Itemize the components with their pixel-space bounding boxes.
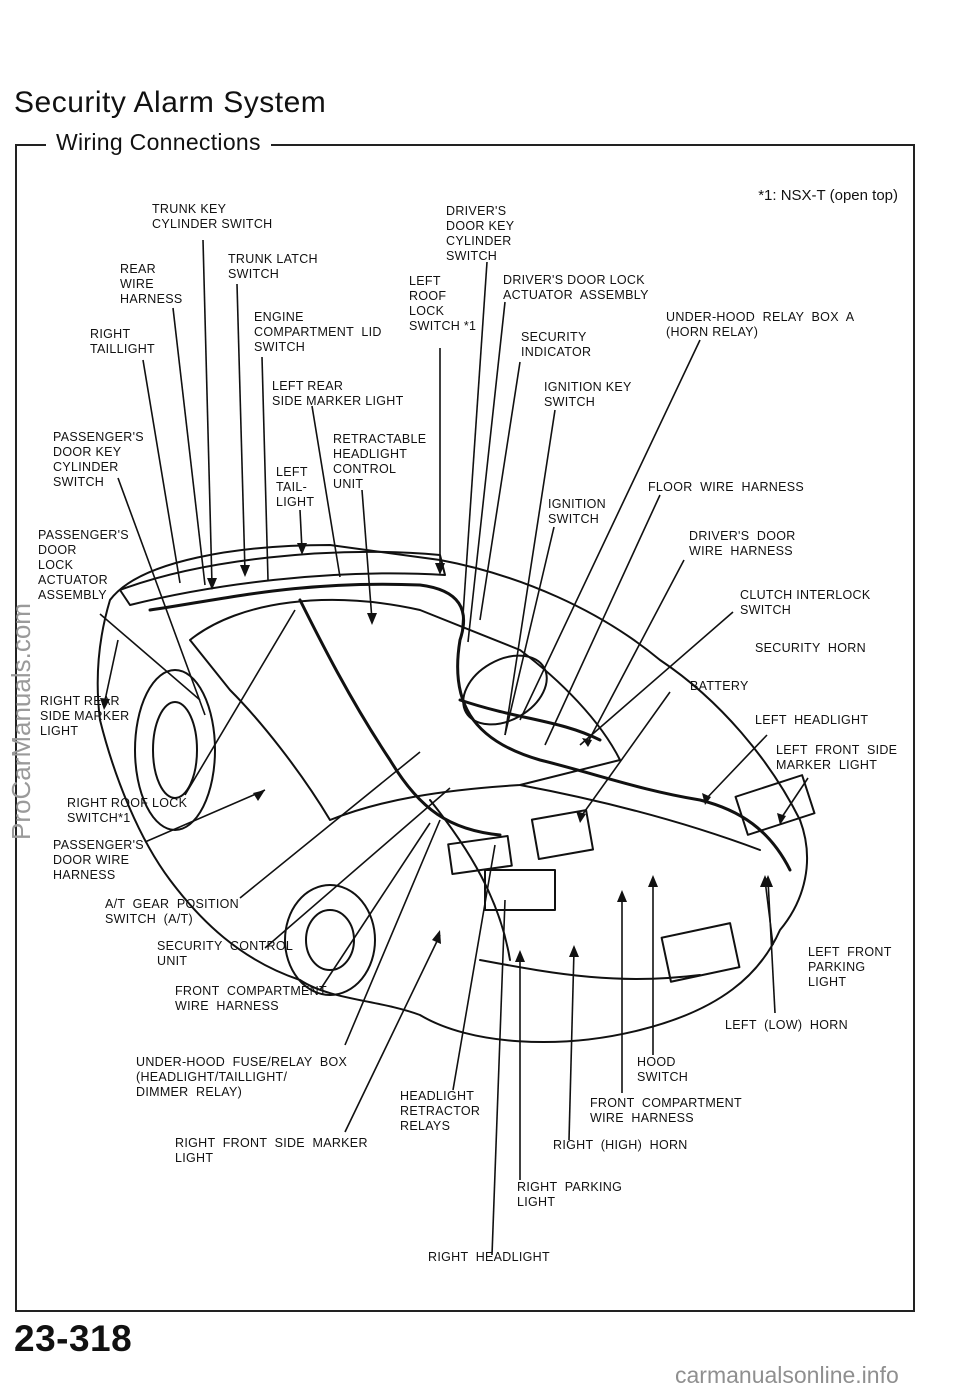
- label-right-roof-lock-switch: RIGHT ROOF LOCK SWITCH*1: [67, 796, 188, 825]
- watermark-side: ProCarManuals.com: [6, 603, 36, 840]
- label-drivers-door-wire-harness: DRIVER'S DOOR WIRE HARNESS: [689, 529, 796, 558]
- label-trunk-latch-switch: TRUNK LATCH SWITCH: [228, 252, 318, 281]
- label-right-parking-light: RIGHT PARKING LIGHT: [517, 1180, 623, 1209]
- cabin-outline: [189, 599, 621, 821]
- front-wheel: [284, 884, 376, 996]
- label-left-taillight: LEFT TAIL- LIGHT: [276, 465, 315, 509]
- label-left-rear-side-marker-light: LEFT REAR SIDE MARKER LIGHT: [272, 379, 404, 408]
- label-passengers-door-wire-harness: PASSENGER'S DOOR WIRE HARNESS: [53, 838, 144, 882]
- label-front-compartment-wire-harness-2: FRONT COMPARTMENT WIRE HARNESS: [590, 1096, 742, 1125]
- diagram-frame: [15, 144, 915, 1312]
- fuse-relay-box: [447, 834, 513, 876]
- label-right-front-side-marker-light: RIGHT FRONT SIDE MARKER LIGHT: [175, 1136, 368, 1165]
- label-front-compartment-wire-harness-1: FRONT COMPARTMENT WIRE HARNESS: [175, 984, 327, 1013]
- label-at-gear-position-switch: A/T GEAR POSITION SWITCH (A/T): [105, 897, 239, 926]
- label-trunk-key-cylinder-switch: TRUNK KEY CYLINDER SWITCH: [152, 202, 273, 231]
- label-under-hood-relay-box-a: UNDER-HOOD RELAY BOX A (HORN RELAY): [666, 310, 855, 339]
- footnote-note: *1: NSX-T (open top): [758, 187, 898, 204]
- label-battery: BATTERY: [690, 679, 749, 693]
- page-title: Security Alarm System: [14, 86, 327, 119]
- battery: [530, 809, 595, 861]
- right-headlight-pod: [484, 869, 556, 911]
- label-left-roof-lock-switch: LEFT ROOF LOCK SWITCH *1: [409, 274, 477, 333]
- section-title: Wiring Connections: [46, 129, 271, 156]
- label-clutch-interlock-switch: CLUTCH INTERLOCK SWITCH: [740, 588, 871, 617]
- label-passengers-door-key-cylinder-switch: PASSENGER'S DOOR KEY CYLINDER SWITCH: [53, 430, 144, 489]
- label-ignition-switch: IGNITION SWITCH: [548, 497, 606, 526]
- label-security-horn: SECURITY HORN: [755, 641, 866, 655]
- watermark-bottom: carmanualsonline.info: [675, 1362, 899, 1388]
- label-security-control-unit: SECURITY CONTROL UNIT: [157, 939, 294, 968]
- label-right-rear-side-marker-light: RIGHT REAR SIDE MARKER LIGHT: [40, 694, 130, 738]
- label-drivers-door-key-cylinder-switch: DRIVER'S DOOR KEY CYLINDER SWITCH: [446, 204, 515, 263]
- label-left-front-parking-light: LEFT FRONT PARKING LIGHT: [808, 945, 892, 989]
- label-right-headlight: RIGHT HEADLIGHT: [428, 1250, 550, 1264]
- label-retractable-headlight-control-unit: RETRACTABLE HEADLIGHT CONTROL UNIT: [333, 432, 427, 491]
- label-right-taillight: RIGHT TAILLIGHT: [90, 327, 155, 356]
- steering-wheel: [462, 654, 548, 726]
- rear-spoiler: [119, 550, 446, 606]
- license-plate: [660, 922, 741, 983]
- label-ignition-key-switch: IGNITION KEY SWITCH: [544, 380, 632, 409]
- label-left-headlight: LEFT HEADLIGHT: [755, 713, 869, 727]
- wire-harness: [148, 582, 792, 872]
- label-right-high-horn: RIGHT (HIGH) HORN: [553, 1138, 688, 1152]
- label-floor-wire-harness: FLOOR WIRE HARNESS: [648, 480, 805, 494]
- label-headlight-retractor-relays: HEADLIGHT RETRACTOR RELAYS: [400, 1089, 481, 1133]
- label-under-hood-fuse-relay-box: UNDER-HOOD FUSE/RELAY BOX (HEADLIGHT/TAI…: [136, 1055, 348, 1099]
- label-drivers-door-lock-actuator: DRIVER'S DOOR LOCK ACTUATOR ASSEMBLY: [503, 273, 649, 302]
- label-security-indicator: SECURITY INDICATOR: [521, 330, 592, 359]
- label-left-low-horn: LEFT (LOW) HORN: [725, 1018, 848, 1032]
- label-hood-switch: HOOD SWITCH: [637, 1055, 689, 1084]
- label-left-front-side-marker-light: LEFT FRONT SIDE MARKER LIGHT: [776, 743, 898, 772]
- label-passengers-door-lock-actuator: PASSENGER'S DOOR LOCK ACTUATOR ASSEMBLY: [38, 528, 129, 602]
- page-number: 23-318: [14, 1318, 133, 1359]
- rear-wheel: [134, 669, 216, 831]
- label-engine-compartment-lid-switch: ENGINE COMPARTMENT LID SWITCH: [254, 310, 382, 354]
- label-rear-wire-harness: REAR WIRE HARNESS: [120, 262, 183, 306]
- car-body-outline: [96, 544, 809, 1043]
